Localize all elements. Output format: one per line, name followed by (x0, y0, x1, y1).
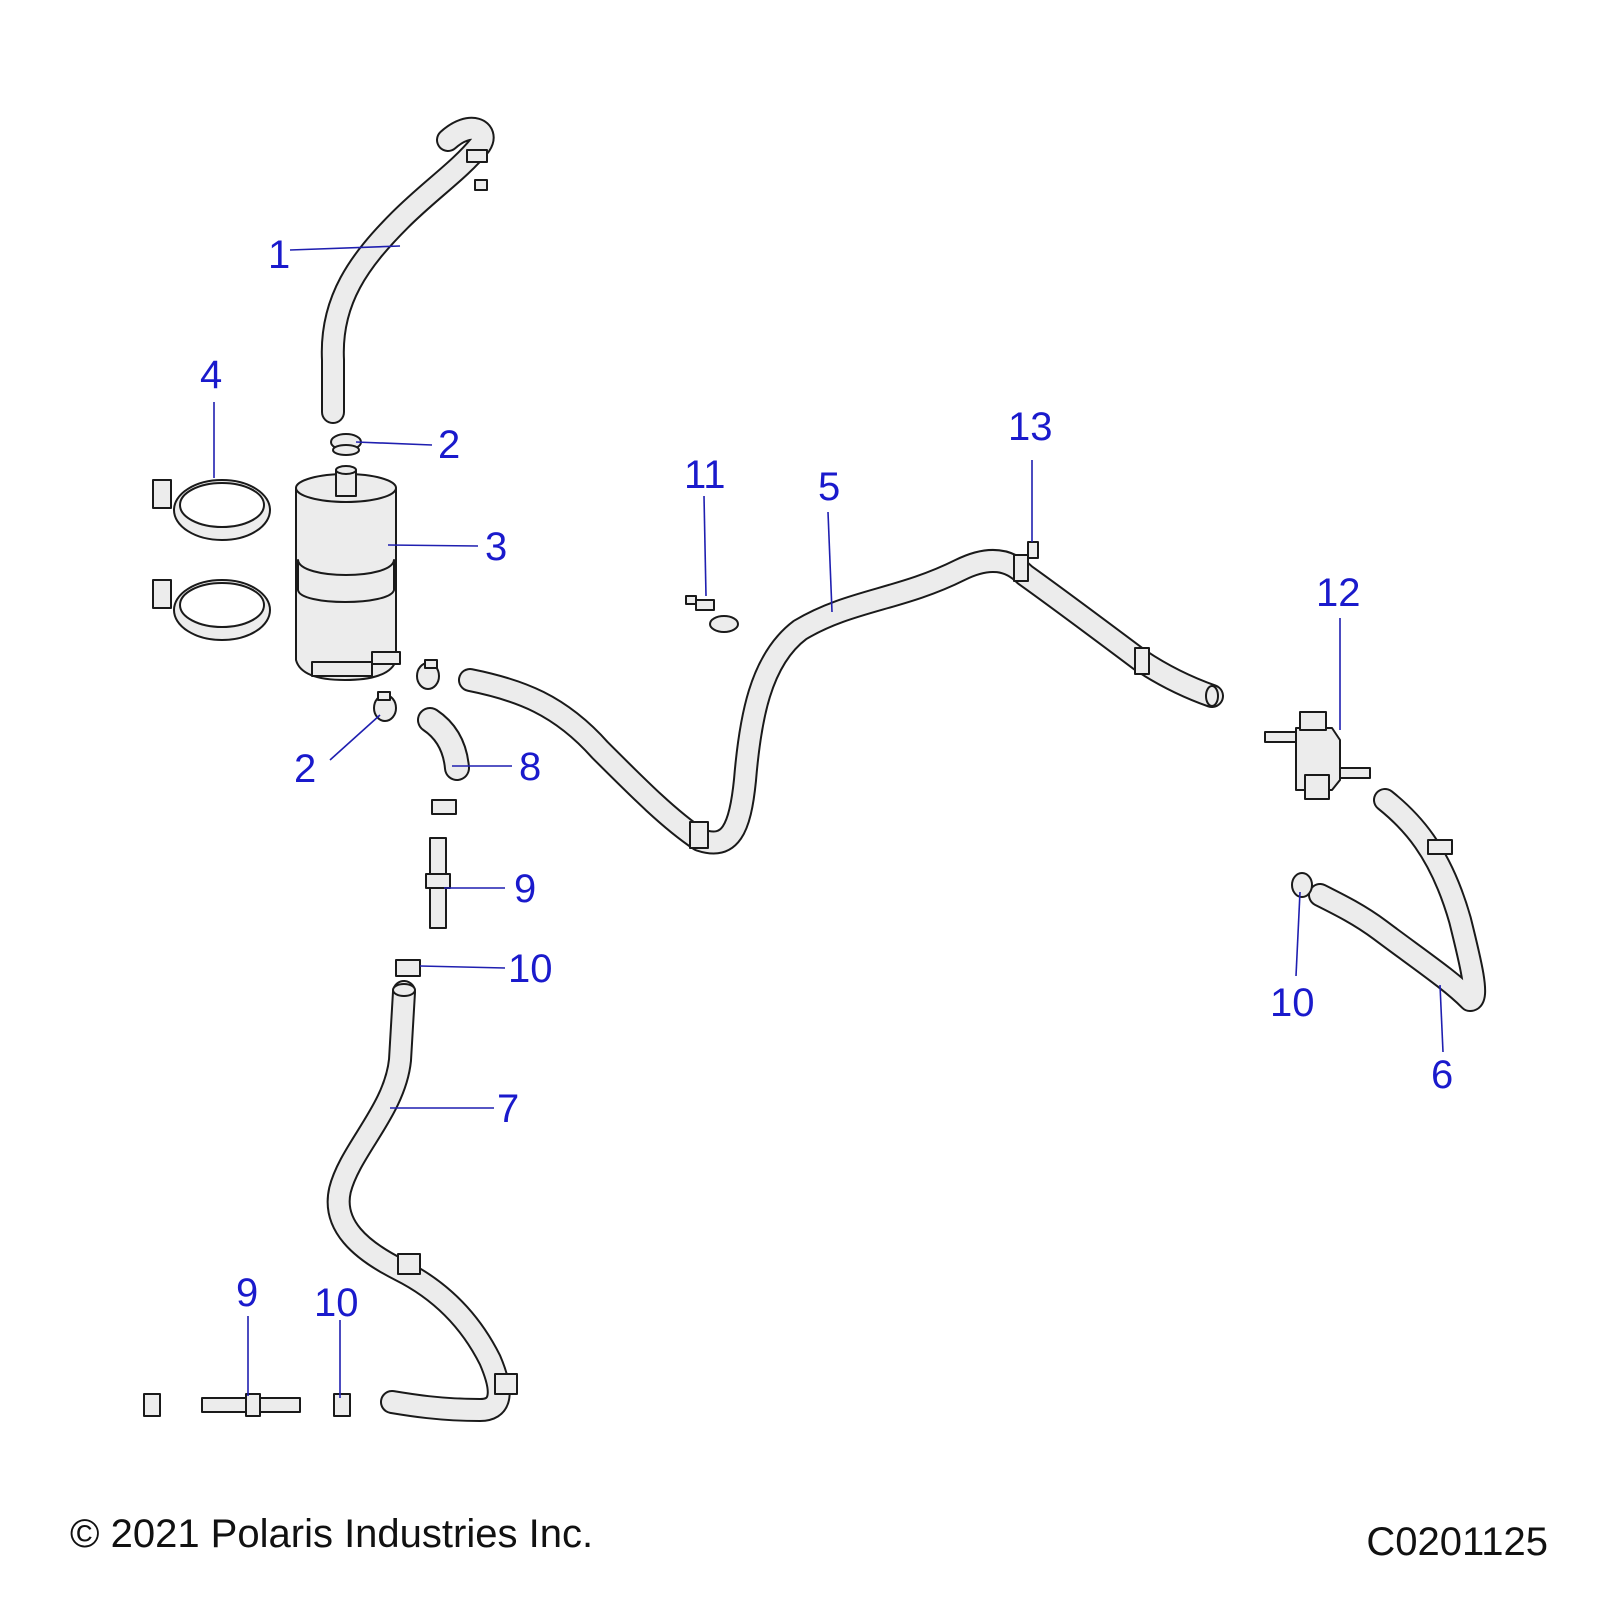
leader-lines (213, 245, 1444, 1398)
clamp-10-right (1291, 872, 1313, 898)
callout-8: 8 (519, 745, 541, 789)
callout-6: 6 (1431, 1053, 1453, 1097)
callout-10-right: 10 (1270, 981, 1315, 1025)
callout-10-bottom: 10 (314, 1281, 359, 1325)
callout-1: 1 (268, 233, 290, 277)
hose-clamp (397, 1253, 421, 1275)
hose-clamp (1427, 839, 1453, 855)
hose-6 (1308, 788, 1487, 1012)
valve-12 (1264, 711, 1371, 800)
callout-4: 4 (200, 353, 222, 397)
canister-3 (295, 465, 401, 681)
connector-9-lower (201, 1393, 301, 1417)
callout-12: 12 (1316, 571, 1361, 615)
callout-5: 5 (818, 465, 840, 509)
hose-clamp (1013, 554, 1029, 582)
clamp-2-top (330, 433, 362, 456)
clamp-10-small (431, 799, 457, 815)
callout-3: 3 (485, 525, 507, 569)
hose-5 (458, 548, 1224, 855)
clamp-11 (685, 595, 739, 633)
callout-10-middle: 10 (508, 947, 553, 991)
connector-9-upper (425, 837, 451, 929)
strap-4-upper (152, 479, 271, 541)
clamp-10-middle (395, 959, 421, 977)
hose-clamp (494, 1373, 518, 1395)
hose-1 (320, 116, 495, 424)
drawing-id: C0201125 (1366, 1520, 1548, 1564)
clamp-2-right (416, 659, 440, 690)
callout-9-upper: 9 (514, 867, 536, 911)
hose-7 (326, 980, 518, 1422)
clamp-screw (474, 179, 488, 191)
copyright-notice: © 2021 Polaris Industries Inc. (70, 1512, 594, 1556)
clamp-bottom-left (143, 1393, 161, 1417)
callout-2-bottom: 2 (294, 747, 316, 791)
callout-7: 7 (497, 1087, 519, 1131)
hose-clamp (689, 821, 709, 849)
callout-11: 11 (684, 453, 726, 497)
strap-4-lower (152, 579, 271, 641)
elbow-8 (417, 707, 470, 781)
clamp-10-bottom (333, 1393, 351, 1417)
hose-clamp (1134, 647, 1150, 675)
hose-clamp-top (466, 149, 488, 163)
callout-2-top: 2 (438, 423, 460, 467)
screw-13 (1027, 541, 1039, 559)
callout-13: 13 (1008, 405, 1053, 449)
callout-9-lower: 9 (236, 1271, 258, 1315)
